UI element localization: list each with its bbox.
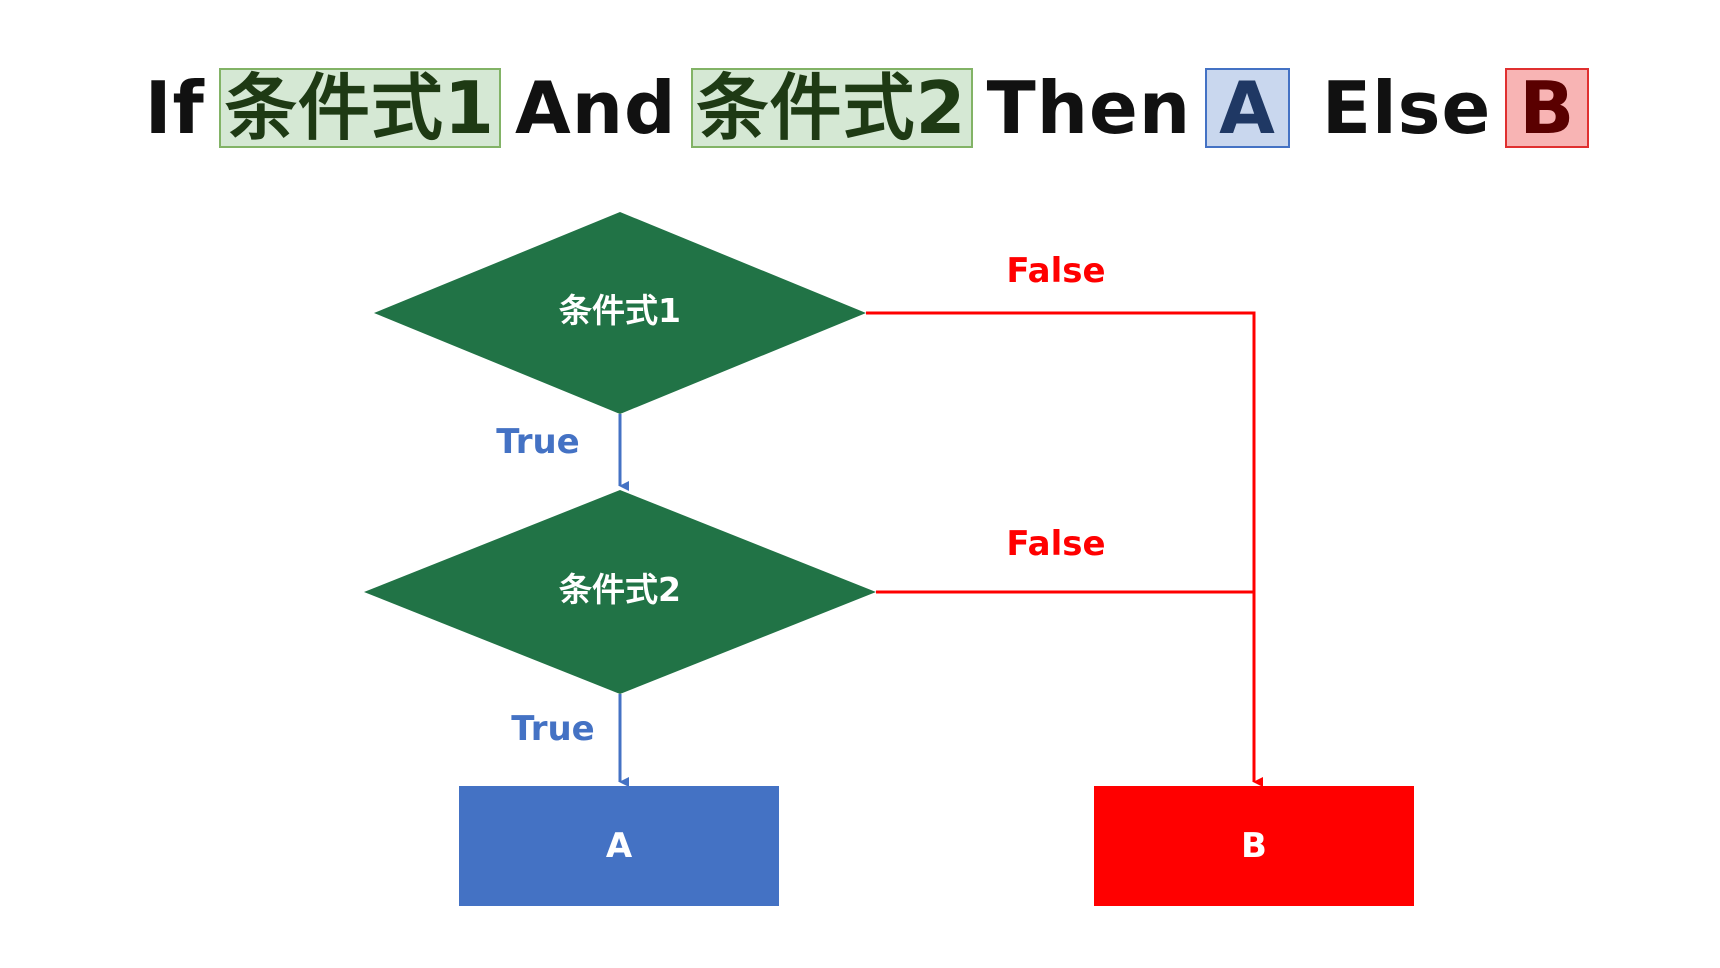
condition2-highlight: 条件式2 <box>690 68 973 148</box>
result-a-box <box>459 786 779 906</box>
decision2-shape <box>364 490 876 694</box>
result-b-highlight: B <box>1505 68 1590 148</box>
result-a-label: A <box>606 826 633 866</box>
result-b-label: B <box>1241 826 1267 866</box>
keyword-then: Then <box>986 66 1192 150</box>
decision1-label: 条件式1 <box>559 291 681 330</box>
keyword-if: If <box>144 66 205 150</box>
keyword-and: And <box>514 66 677 150</box>
condition1-highlight: 条件式1 <box>218 68 501 148</box>
decision2-label: 条件式2 <box>559 570 681 609</box>
false1-label: False <box>1006 251 1105 291</box>
result-a-highlight: A <box>1205 68 1290 148</box>
true2-label: True <box>511 709 595 749</box>
keyword-else: Else <box>1321 66 1492 150</box>
decision1-shape <box>374 212 866 414</box>
false2-label: False <box>1006 524 1105 564</box>
result-b-box <box>1094 786 1414 906</box>
true1-label: True <box>496 422 580 462</box>
false1-path <box>866 311 1256 592</box>
code-headline: If 条件式1 And 条件式2 Then A Else B <box>0 62 1720 154</box>
